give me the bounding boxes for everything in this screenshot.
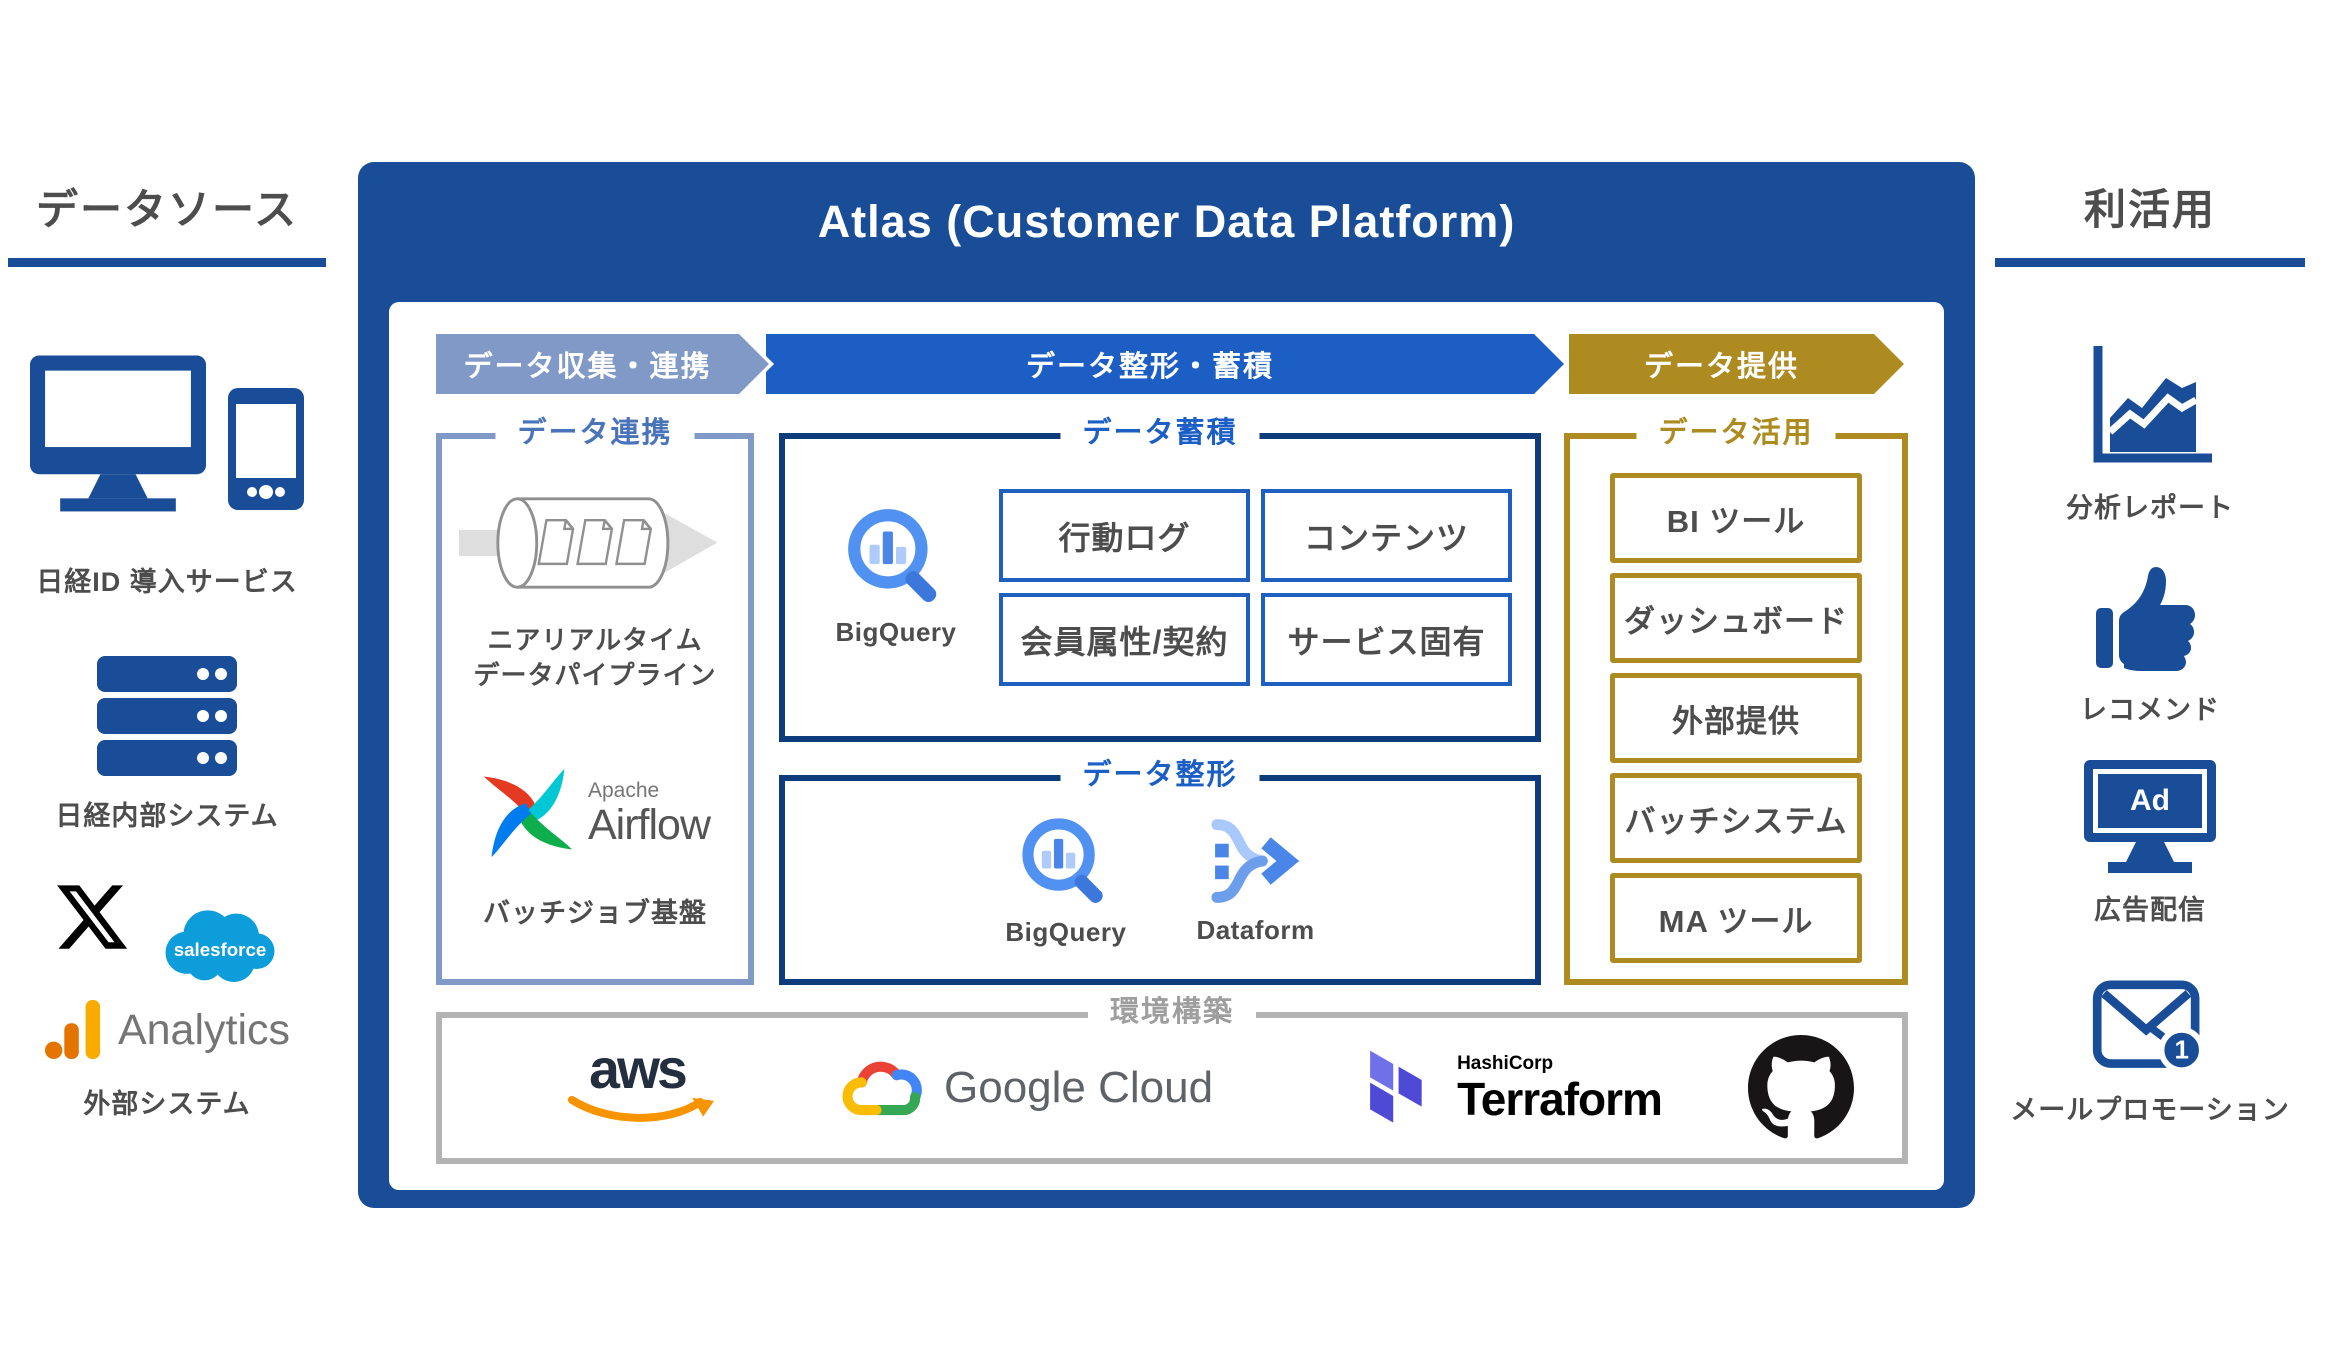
storage-cell-member-contract: 会員属性/契約 bbox=[999, 593, 1250, 686]
stage-data-transform: データ整形・蓄積 bbox=[766, 334, 1564, 394]
right-panel-title: 利活用 bbox=[2083, 186, 2216, 233]
data-shaping-title: データ整形 bbox=[1060, 757, 1260, 795]
infra-title: 環境構築 bbox=[1087, 994, 1257, 1032]
ad-monitor-icon: Ad bbox=[2084, 760, 2216, 873]
google-analytics-icon bbox=[44, 1000, 101, 1059]
nikkei-id-device-icons bbox=[8, 348, 326, 524]
x-logo-icon bbox=[57, 885, 128, 949]
usage-cell-batch-system: バッチシステム bbox=[1610, 773, 1862, 863]
infra-box: 環境構築 aws Google bbox=[436, 994, 1908, 1164]
pipeline-label-line1: ニアリアルタイム bbox=[487, 625, 703, 655]
stage-data-transform-label: データ整形・蓄積 bbox=[766, 334, 1564, 394]
pipeline-label-line2: データパイプライン bbox=[473, 660, 717, 691]
salesforce-wordmark: salesforce bbox=[174, 939, 266, 960]
bigquery-icon bbox=[1022, 818, 1103, 903]
terraform-icon bbox=[1370, 1050, 1422, 1123]
dataform-label: Dataform bbox=[1196, 915, 1315, 945]
server-icon-wrap bbox=[8, 656, 326, 776]
batch-job-label: バッチジョブ基盤 bbox=[483, 898, 707, 929]
storage-cell-content: コンテンツ bbox=[1261, 489, 1512, 582]
google-cloud-wordmark: Google Cloud bbox=[944, 1063, 1214, 1112]
dataform-block: Dataform bbox=[1196, 811, 1314, 948]
recommend-item: レコメンド bbox=[1995, 566, 2305, 727]
external-system-label: 外部システム bbox=[83, 1089, 251, 1119]
data-usage-title: データ活用 bbox=[1636, 415, 1836, 453]
bigquery-label: BigQuery bbox=[1005, 917, 1127, 947]
dataform-icon bbox=[1210, 819, 1299, 903]
analytics-wordmark: Analytics bbox=[117, 1005, 291, 1054]
platform-inner-panel: データ収集・連携 データ整形・蓄積 データ提供 データ連携 bbox=[389, 302, 1944, 1190]
atlas-platform-box: Atlas (Customer Data Platform) データ収集・連携 … bbox=[358, 162, 1975, 1208]
usage-cell-ma-tool: MA ツール bbox=[1610, 873, 1862, 963]
ad-delivery-label: 広告配信 bbox=[2094, 895, 2206, 925]
server-icon bbox=[97, 656, 237, 776]
pipeline-icon bbox=[459, 497, 718, 589]
hashicorp-wordmark: HashiCorp bbox=[1457, 1052, 1554, 1074]
external-logos-row: salesforce bbox=[8, 878, 326, 988]
terraform-wordmark: Terraform bbox=[1457, 1072, 1663, 1125]
mail-promotion-label: メールプロモーション bbox=[2010, 1095, 2290, 1125]
data-linkage-box: データ連携 ニアリアルタイム データパイプライン bbox=[436, 415, 754, 985]
data-linkage-title: データ連携 bbox=[495, 415, 695, 453]
analytics-report-label: 分析レポート bbox=[2066, 493, 2234, 523]
pipeline-label: ニアリアルタイム データパイプライン bbox=[473, 623, 716, 693]
ad-text: Ad bbox=[2130, 784, 2170, 817]
airflow-brand-label: Apache bbox=[587, 778, 660, 802]
bigquery-icon bbox=[848, 509, 937, 602]
desktop-monitor-icon bbox=[30, 355, 206, 512]
aws-wordmark: aws bbox=[589, 1040, 686, 1100]
analytics-report-item: 分析レポート bbox=[1995, 342, 2305, 525]
usage-cell-bi-tool: BI ツール bbox=[1610, 473, 1862, 563]
data-shaping-box: データ整形 BigQuery bbox=[779, 757, 1541, 985]
data-storage-box: データ蓄積 BigQuery 行動ログ コンテンツ 会員属性/契約 bbox=[779, 415, 1541, 742]
data-usage-box: データ活用 BI ツール ダッシュボード 外部提供 バッチシステム MA ツール bbox=[1564, 415, 1908, 985]
salesforce-logo: salesforce bbox=[165, 910, 275, 983]
nikkei-internal-label: 日経内部システム bbox=[55, 801, 279, 831]
nikkei-id-service-label: 日経ID 導入サービス bbox=[36, 567, 298, 597]
stage-data-collection: データ収集・連携 bbox=[436, 334, 769, 394]
mail-badge-count: 1 bbox=[2174, 1037, 2188, 1065]
airflow-name-label: Airflow bbox=[587, 800, 711, 849]
mail-promotion-item: 1 メールプロモーション bbox=[1995, 980, 2305, 1127]
ad-delivery-item: Ad 広告配信 bbox=[1995, 760, 2305, 927]
google-cloud-icon bbox=[842, 1061, 922, 1116]
stage-data-collection-label: データ収集・連携 bbox=[436, 334, 769, 394]
airflow-logo: Apache Airflow bbox=[480, 765, 711, 861]
stage-data-provide: データ提供 bbox=[1569, 334, 1904, 394]
left-panel-title: データソース bbox=[36, 186, 298, 233]
storage-grid: 行動ログ コンテンツ 会員属性/契約 サービス固有 bbox=[999, 489, 1512, 686]
aws-logo: aws bbox=[567, 1040, 715, 1122]
github-icon bbox=[1747, 1035, 1854, 1139]
terraform-logo: HashiCorp Terraform bbox=[1363, 1045, 1663, 1131]
right-panel-underline bbox=[1995, 258, 2305, 267]
analytics-logo-row: Analytics bbox=[8, 1000, 326, 1060]
airflow-pinwheel-icon bbox=[483, 769, 573, 858]
usage-cell-external-provide: 外部提供 bbox=[1610, 673, 1862, 763]
recommend-label: レコメンド bbox=[2080, 695, 2220, 725]
storage-cell-behavior-log: 行動ログ bbox=[999, 489, 1250, 582]
google-cloud-logo: Google Cloud bbox=[836, 1054, 1213, 1122]
stage-data-provide-label: データ提供 bbox=[1569, 334, 1904, 394]
usage-cell-dashboard: ダッシュボード bbox=[1610, 573, 1862, 663]
area-chart-icon bbox=[2093, 346, 2212, 463]
storage-cell-service-specific: サービス固有 bbox=[1261, 593, 1512, 686]
platform-title: Atlas (Customer Data Platform) bbox=[817, 196, 1516, 247]
bigquery-block: BigQuery bbox=[821, 501, 971, 648]
smartphone-icon bbox=[228, 388, 304, 510]
thumbs-up-icon bbox=[2096, 567, 2195, 671]
bigquery-block: BigQuery bbox=[1005, 811, 1126, 948]
bigquery-label: BigQuery bbox=[835, 617, 957, 647]
left-panel-underline bbox=[8, 258, 326, 267]
mail-icon: 1 bbox=[2092, 980, 2205, 1074]
data-storage-title: データ蓄積 bbox=[1060, 415, 1260, 453]
